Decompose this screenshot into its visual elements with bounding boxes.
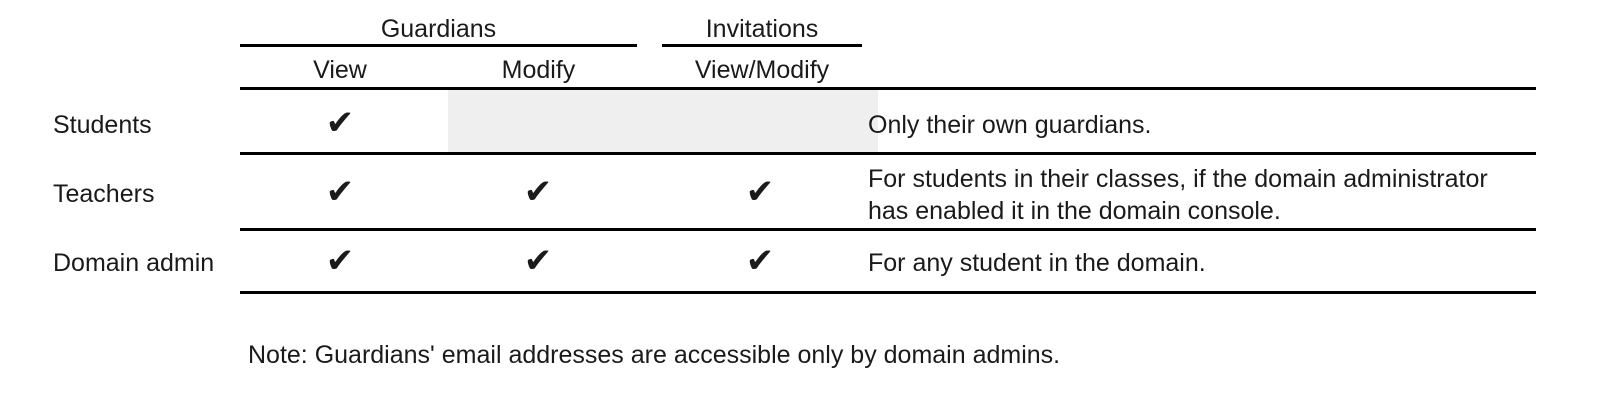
column-header-guardians-view: View [313, 56, 367, 84]
rule-header-body-separator [240, 87, 1536, 90]
column-group-header-guardians: Guardians [380, 15, 497, 43]
check-icon-teachers-guardians-modify: ✔ [523, 172, 553, 212]
rule-under-guardians-group [240, 44, 637, 47]
note-cell-students: Only their own guardians. [868, 111, 1152, 139]
row-label-students: Students [53, 111, 152, 139]
check-icon-teachers-invitations-view-modify: ✔ [745, 172, 775, 212]
column-header-guardians-modify: Modify [501, 56, 576, 84]
rule-under-invitations-group [662, 44, 862, 47]
row-label-domain-admin: Domain admin [53, 249, 215, 277]
column-header-invitations-view-modify: View/Modify [694, 56, 830, 84]
rule-table-bottom [240, 291, 1536, 294]
column-group-header-invitations: Invitations [705, 15, 819, 43]
check-icon-students-guardians-view: ✔ [325, 103, 355, 143]
note-cell-teachers: For students in their classes, if the do… [868, 163, 1548, 227]
note-cell-teachers-line-2: has enabled it in the domain console. [868, 197, 1281, 225]
row-label-teachers: Teachers [53, 180, 155, 208]
rule-after-students-row [240, 152, 1536, 155]
note-cell-teachers-line-1: For students in their classes, if the do… [868, 165, 1488, 193]
check-icon-teachers-guardians-view: ✔ [325, 172, 355, 212]
footnote-text: Note: Guardians' email addresses are acc… [248, 341, 1061, 369]
rule-after-teachers-row [240, 228, 1536, 231]
check-icon-domain-admin-invitations-view-modify: ✔ [745, 241, 775, 281]
shaded-cell-students-modify [448, 90, 878, 152]
check-icon-domain-admin-guardians-view: ✔ [325, 241, 355, 281]
check-icon-domain-admin-guardians-modify: ✔ [523, 241, 553, 281]
note-cell-domain-admin: For any student in the domain. [868, 249, 1206, 277]
